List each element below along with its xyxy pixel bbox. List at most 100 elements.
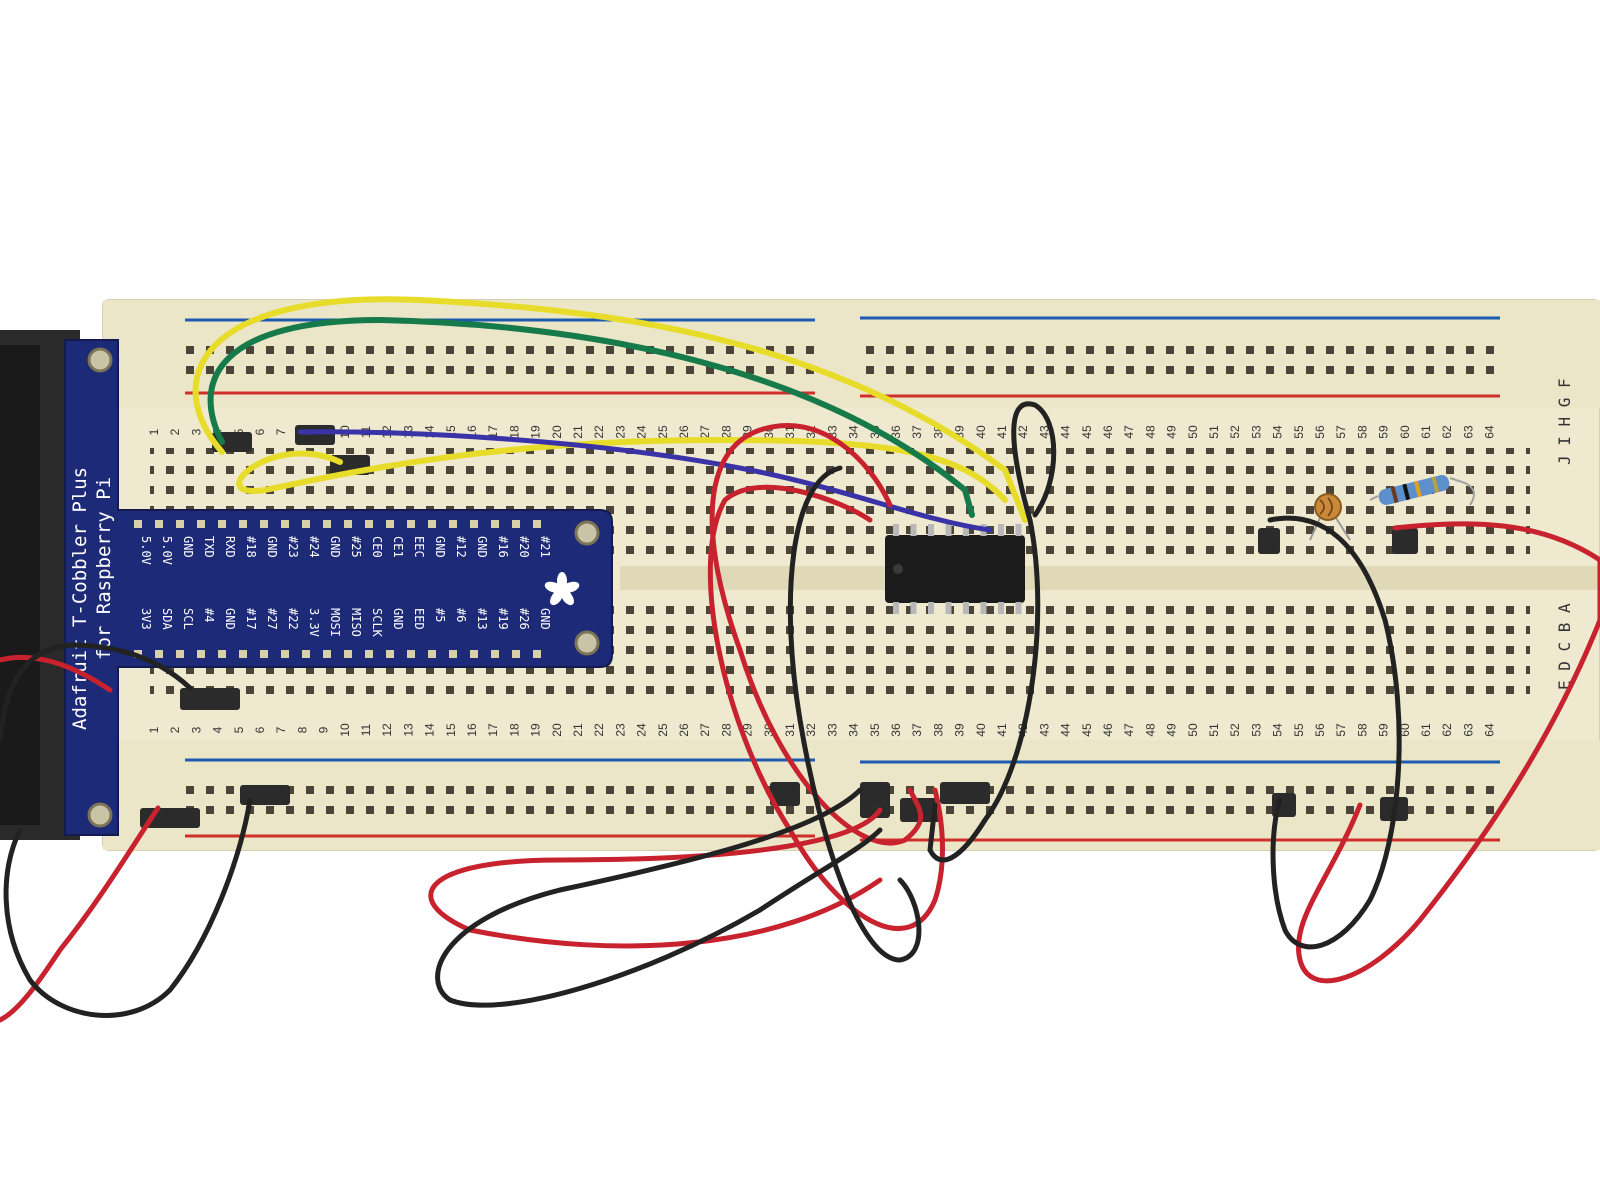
- cobbler-pin-label-bottom: #13: [475, 608, 489, 630]
- column-number-top: 50: [1186, 425, 1200, 439]
- cobbler-pin-top: [512, 520, 520, 528]
- wire-black-5: [3, 797, 253, 1018]
- column-number-bottom: 59: [1377, 723, 1391, 737]
- wire-black-1: [927, 401, 1057, 863]
- column-number-top: 43: [1037, 425, 1051, 439]
- cobbler-pin-label-bottom: #17: [244, 608, 258, 630]
- wire-red-5: [0, 654, 113, 693]
- cobbler-pin-top: [323, 520, 331, 528]
- ic-leg: [910, 524, 917, 536]
- column-number-bottom: 28: [719, 723, 733, 737]
- column-number-top: 47: [1122, 425, 1136, 439]
- column-number-top: 36: [889, 425, 903, 439]
- column-number-bottom: 6: [253, 726, 267, 733]
- cobbler-pin-label-bottom: MISO: [349, 608, 363, 637]
- cobbler-pin-bottom: [407, 650, 415, 658]
- column-number-bottom: 36: [889, 723, 903, 737]
- column-number-bottom: 43: [1037, 723, 1051, 737]
- column-number-top: 48: [1143, 425, 1157, 439]
- jumper-plug: [940, 782, 990, 804]
- column-number-top: 60: [1398, 425, 1412, 439]
- column-number-top: 52: [1228, 425, 1242, 439]
- row-letters-top: J I H G F: [1555, 378, 1574, 465]
- column-number-bottom: 38: [931, 723, 945, 737]
- column-number-top: 1: [147, 428, 161, 435]
- column-number-top: 62: [1440, 425, 1454, 439]
- column-number-top: 64: [1483, 425, 1497, 439]
- cobbler-pin-top: [533, 520, 541, 528]
- cobbler-title: Adafruit T-Cobbler Plus: [69, 467, 91, 730]
- cobbler-pin-bottom: [428, 650, 436, 658]
- ic-leg: [963, 602, 969, 614]
- column-number-bottom: 16: [465, 723, 479, 737]
- column-number-top: 22: [592, 425, 606, 439]
- cobbler-pin-top: [218, 520, 226, 528]
- ic-leg: [945, 524, 952, 536]
- column-number-top: 59: [1377, 425, 1391, 439]
- column-number-bottom: 24: [635, 723, 649, 737]
- column-number-top: 28: [719, 425, 733, 439]
- column-number-bottom: 26: [677, 723, 691, 737]
- column-number-top: 41: [995, 425, 1009, 439]
- column-number-bottom: 32: [804, 723, 818, 737]
- column-number-bottom: 53: [1249, 723, 1263, 737]
- ic-leg: [998, 524, 1004, 536]
- cobbler-pin-bottom: [365, 650, 373, 658]
- ic-leg: [893, 602, 899, 614]
- column-number-bottom: 50: [1186, 723, 1200, 737]
- jumper-plug: [860, 782, 890, 818]
- column-number-bottom: 27: [698, 723, 712, 737]
- column-number-top: 58: [1355, 425, 1369, 439]
- column-number-bottom: 1: [147, 726, 161, 733]
- column-number-top: 24: [635, 425, 649, 439]
- column-number-bottom: 63: [1461, 723, 1475, 737]
- column-number-top: 54: [1271, 425, 1285, 439]
- column-number-top: 26: [677, 425, 691, 439]
- column-number-bottom: 10: [338, 723, 352, 737]
- column-number-bottom: 37: [910, 723, 924, 737]
- column-number-bottom: 57: [1334, 723, 1348, 737]
- jumper-plug: [1258, 528, 1280, 554]
- cobbler-pin-label-bottom: MOSI: [328, 608, 342, 637]
- column-number-bottom: 11: [359, 723, 373, 736]
- wire-black-6: [0, 642, 193, 743]
- cobbler-pin-bottom: [323, 650, 331, 658]
- column-number-bottom: 3: [189, 726, 203, 733]
- cobbler-pin-label-top: GND: [181, 536, 195, 558]
- column-number-top: 46: [1101, 425, 1115, 439]
- column-number-bottom: 15: [444, 723, 458, 737]
- cobbler-pin-top: [491, 520, 499, 528]
- cobbler-pin-label-bottom: #6: [454, 608, 468, 622]
- column-number-top: 53: [1249, 425, 1263, 439]
- wire-black-2: [787, 465, 922, 963]
- ic-leg: [1015, 602, 1022, 614]
- column-number-top: 3: [189, 428, 203, 435]
- cobbler-pin-top: [428, 520, 436, 528]
- cobbler-pin-label-bottom: #4: [202, 608, 216, 622]
- column-number-top: 37: [910, 425, 924, 439]
- column-number-top: 34: [847, 425, 861, 439]
- ic-leg: [945, 602, 952, 614]
- cobbler-pin-label-top: #21: [538, 536, 552, 558]
- column-number-top: 17: [486, 425, 500, 439]
- column-number-bottom: 58: [1355, 723, 1369, 737]
- column-number-bottom: 33: [825, 723, 839, 737]
- cobbler-pin-label-bottom: #5: [433, 608, 447, 622]
- ic-leg: [980, 602, 987, 614]
- cobbler-pin-top: [365, 520, 373, 528]
- column-number-bottom: 44: [1059, 723, 1073, 737]
- column-number-top: 25: [656, 425, 670, 439]
- cobbler-pin-top: [344, 520, 352, 528]
- column-number-bottom: 56: [1313, 723, 1327, 737]
- row-letters-bottom: E D C B A: [1555, 603, 1574, 690]
- column-number-bottom: 13: [401, 723, 415, 737]
- cobbler-pin-label-top: 5.0V: [139, 536, 153, 565]
- column-number-top: 45: [1080, 425, 1094, 439]
- column-number-top: 63: [1461, 425, 1475, 439]
- column-number-top: 44: [1059, 425, 1073, 439]
- column-number-bottom: 62: [1440, 723, 1454, 737]
- cobbler-pin-bottom: [386, 650, 394, 658]
